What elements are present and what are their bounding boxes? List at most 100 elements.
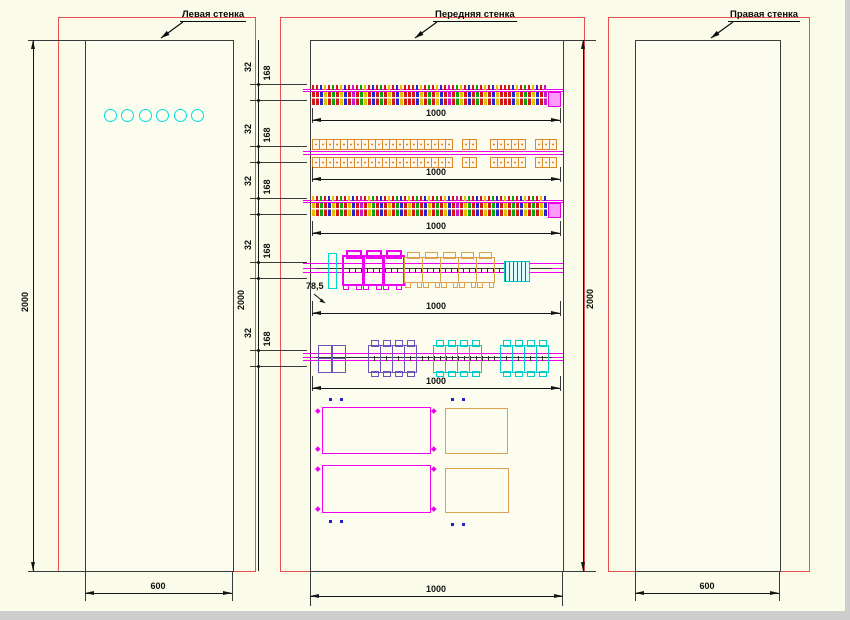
terminal-block [316,203,320,216]
terminal-tick [440,85,443,90]
terminal-tick [476,85,479,90]
terminal-block [400,92,404,105]
terminal-tick [496,85,499,90]
terminal-block [360,203,364,216]
mount-point [462,523,465,526]
terminal-tick [532,196,535,201]
terminal-tick [400,85,403,90]
component-foot [434,282,440,288]
terminal-tick [416,85,419,90]
terminal-block [356,203,360,216]
din-rail-ticks [343,267,530,273]
dim-arrow [30,562,35,571]
dim-line-front-width [310,596,563,597]
terminal-block [324,92,328,105]
device-box-magenta-1 [322,407,431,454]
terminal-tick [384,196,387,201]
dim-line-row-width [312,120,560,121]
terminal-block [468,203,472,216]
terminal-block [320,203,324,216]
dim-extension [250,214,307,215]
terminal-tick [476,196,479,201]
dim-extension [250,198,307,199]
din-rail-line [303,153,563,155]
terminal-block [436,92,440,105]
dim-left-height: 2000 [20,291,30,313]
din-rail-line [303,150,563,152]
dim-rail-gap: 168 [261,179,272,195]
terminal-block [336,92,340,105]
terminal-tick [336,196,339,201]
dim-front-height-left: 2000 [236,289,246,311]
dim-extension [560,108,561,123]
din-rail-line [303,201,563,203]
terminal-tick [544,85,547,90]
mount-point [451,398,454,401]
terminal-block [476,203,480,216]
terminal-block [396,203,400,216]
terminal-block [380,92,384,105]
component-foot [396,284,402,290]
terminal-block [372,203,376,216]
terminal-tick [348,196,351,201]
terminal-tick [464,85,467,90]
terminal-tick [388,85,391,90]
dim-arrow [554,593,563,598]
component-relay-tab [514,340,523,347]
dim-extension [562,571,563,606]
terminal-tick [396,85,399,90]
terminal-tick [360,196,363,201]
dim-arrow [551,117,560,122]
terminal-tick [364,85,367,90]
terminal-block [468,92,472,105]
terminal-block [368,92,372,105]
terminal-block [392,203,396,216]
terminal-tick [484,85,487,90]
terminal-tick [440,196,443,201]
front-wall-leader-line [414,21,438,39]
front-wall-panel [310,40,564,572]
terminal-tick [472,85,475,90]
mounting-hole [173,108,187,122]
terminal-block [364,92,368,105]
terminal-tick [488,196,491,201]
terminal-block [492,203,496,216]
dim-extension [560,301,561,316]
terminal-block [540,203,544,216]
terminal-block [456,203,460,216]
terminal-tick [348,85,351,90]
component-relay-tab [382,340,391,347]
terminal-tick [432,196,435,201]
terminal-tick [444,85,447,90]
terminal-top [445,139,454,150]
terminal-block [312,203,316,216]
component-module-cap [425,252,438,259]
terminal-block [384,203,388,216]
terminal-tick [404,196,407,201]
component-foot [405,282,411,288]
component-relay-body [536,345,549,373]
component-foot [459,282,465,288]
terminal-tick [400,196,403,201]
terminal-block [496,203,500,216]
component-module-body [404,257,423,283]
dim-arrow [85,590,94,595]
dim-arrow [223,590,232,595]
terminal-tick [532,85,535,90]
terminal-bottom [518,157,527,168]
terminal-tick [420,196,423,201]
terminal-tick [408,196,411,201]
terminal-tick [480,196,483,201]
terminal-tick [312,196,315,201]
component-relay-tab [447,371,456,377]
dim-arrow [312,230,321,235]
terminal-tick [488,85,491,90]
dim-arrow [312,385,321,390]
right-wall-label: Правая стенка [728,9,801,22]
component-module-body [440,257,459,283]
terminal-tick [372,196,375,201]
terminal-block [488,92,492,105]
terminal-block [360,92,364,105]
terminal-tick [452,85,455,90]
dim-extension [311,376,313,391]
